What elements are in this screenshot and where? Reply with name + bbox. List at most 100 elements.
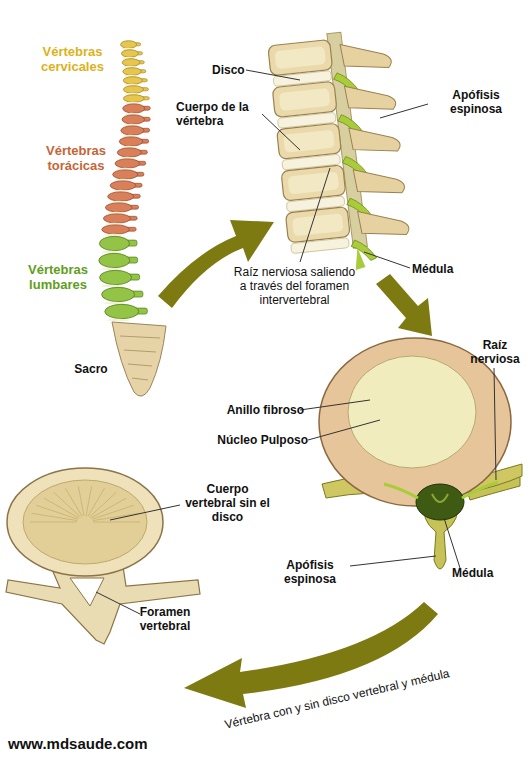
spinous-process [349,123,401,156]
flow-arrow [158,220,274,308]
vertebra-segment [123,104,145,113]
vertebral-body [268,40,333,76]
part-label: Médula [452,566,512,580]
nerve-root [351,238,377,262]
vertebral-body [272,81,337,117]
vertebra-segment [122,59,140,67]
vertebral-body [7,468,163,576]
disc-segment [100,268,122,270]
sacrum-lines [120,336,160,380]
disc-segment [107,319,131,321]
bone-texture [91,498,126,518]
sacrum-shape [112,322,166,396]
vertebra-segment [100,270,132,284]
flow-arrow [184,602,438,708]
region-label: Vértebras cervicales [20,44,125,74]
vertebra-segment [123,68,141,76]
bone-texture [78,486,84,516]
vertebra-segment [99,253,130,267]
bone-texture [90,492,117,517]
vertebra-segment [123,86,143,94]
spinal-cord [416,484,464,520]
vertebra-segment [121,50,138,58]
vertebral-body [285,207,350,243]
leader-line [246,70,300,80]
leader-line [364,252,410,268]
spinous-process [353,165,405,198]
vertebra-segment [102,287,135,301]
part-label: Cuerpo de la vértebra [176,100,271,128]
part-label: Anillo fibroso [204,403,304,417]
note-label: Raíz nerviosa saliendo a través del fora… [232,265,357,307]
vertebra-segment [123,95,144,103]
vertebra-segment [117,148,141,157]
intervertebral-disc [291,238,350,254]
part-label: Apófisis espinosa [268,558,352,586]
vertebra-segment [121,126,144,135]
vertebral-foramen [70,578,104,606]
bone-texture [30,522,77,523]
leader-line [350,556,436,566]
leader-line [444,518,460,568]
part-label: Apófisis espinosa [430,88,522,116]
leader-line [110,505,180,520]
bone-texture [93,522,140,523]
spinal-cord-grey-matter [432,494,448,502]
part-label: Sacro [66,362,116,376]
part-label: Núcleo Pulposo [192,433,308,447]
part-label: Médula [412,262,482,276]
vertebra-segment [105,203,132,212]
bone-texture [36,505,78,519]
vertebral-body [277,123,342,159]
disc-segment [101,251,122,253]
vertebra-with-disc [319,338,522,569]
vertebral-body [281,165,346,201]
leader-line [300,400,370,410]
part-label: Raíz nerviosa [462,338,528,366]
vertebra-segment [108,192,134,201]
disc-segment [103,302,126,304]
spinous-process [358,206,410,239]
region-label: Vértebras lumbares [8,262,108,292]
spinous-process [344,81,396,114]
vertebra-segment [121,41,137,49]
leader-line [300,168,330,262]
region-label: Vértebras torácicas [26,143,126,173]
vertebra-segment [113,170,138,179]
part-label: Cuerpo vertebral sin el disco [180,482,275,524]
leader-line [494,368,496,480]
vertebra-segment [105,304,139,318]
spinous-process [340,39,392,72]
vertebra-segment [110,181,136,190]
leader-line [380,104,428,118]
part-label: Foramen vertebral [126,605,204,633]
bone-texture [44,498,79,518]
disc-segment [103,234,122,236]
watermark: www.mdsaude.com [8,735,228,752]
vertebra-segment [115,159,140,168]
bone-texture [54,492,81,517]
leader-line [308,420,380,440]
vertebra-segment [103,214,130,223]
vertebra-segment [123,77,142,85]
vertebral-body-highlight [279,88,331,111]
part-label: Disco [212,63,252,77]
spinal-cord-end [353,247,365,270]
bone-texture [93,513,139,520]
vertebra-segment [99,236,129,250]
nerve-root [384,484,418,498]
vertebra-segment [122,115,145,124]
vertebral-body-highlight [274,46,326,69]
vertebra-segment [119,137,143,146]
nerve-root [462,482,498,498]
vertebra-segment [102,225,130,234]
disc-segment [101,285,123,287]
leader-line [262,114,300,150]
flow-arrow [376,274,432,336]
spine-column [99,41,166,396]
vertebral-body-highlight [292,213,344,236]
vertebral-endplate [23,480,147,564]
leader-line [96,592,140,614]
